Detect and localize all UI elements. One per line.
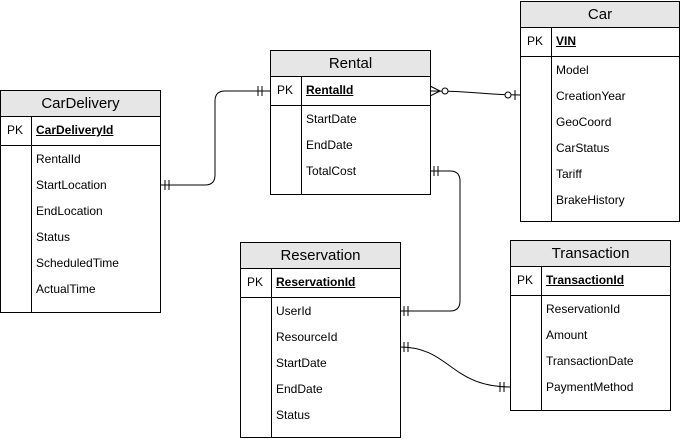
column-divider [301, 76, 302, 194]
attribute: TransactionDate [546, 354, 634, 368]
pk-label: PK [517, 273, 534, 287]
attribute: Status [276, 408, 311, 422]
primary-key-row: PK CarDeliveryId [1, 116, 160, 146]
primary-key-name: CarDeliveryId [36, 123, 114, 137]
attribute-list: RentalId StartLocation EndLocation Statu… [36, 146, 156, 302]
attribute: StartDate [306, 112, 357, 126]
primary-key-name: TransactionId [546, 273, 625, 287]
relationship-rental-car [429, 85, 522, 100]
entity-car[interactable]: Car PK VIN Model CreationYear GeoCoord C… [520, 1, 680, 222]
entity-rental[interactable]: Rental PK RentalId StartDate EndDate Tot… [270, 50, 431, 195]
primary-key-row: PK ReservationId [241, 268, 400, 298]
pk-label: PK [247, 275, 264, 289]
primary-key-name: ReservationId [276, 275, 356, 289]
column-divider [541, 266, 542, 410]
pk-label: PK [527, 34, 544, 48]
pk-label: PK [7, 123, 24, 137]
attribute: EndLocation [36, 204, 103, 218]
entity-title: Reservation [241, 243, 400, 269]
attribute-list: StartDate EndDate TotalCost [306, 106, 426, 184]
attribute: Tariff [556, 167, 582, 181]
pk-label: PK [277, 83, 294, 97]
attribute: EndDate [306, 138, 353, 152]
attribute: GeoCoord [556, 115, 612, 129]
attribute-list: Model CreationYear GeoCoord CarStatus Ta… [556, 57, 675, 213]
attribute: StartDate [276, 356, 327, 370]
column-divider [31, 116, 32, 312]
attribute: ReservationId [546, 302, 621, 316]
entity-title: Transaction [511, 241, 670, 267]
attribute: ResourceId [276, 330, 338, 344]
attribute: CarStatus [556, 141, 610, 155]
attribute: Model [556, 63, 589, 77]
attribute: BrakeHistory [556, 193, 625, 207]
primary-key-row: PK VIN [521, 27, 679, 57]
entity-car-delivery[interactable]: CarDelivery PK CarDeliveryId RentalId St… [0, 90, 161, 313]
attribute: PaymentMethod [546, 380, 634, 394]
relationship-reservation-transaction [399, 342, 512, 392]
entity-title: CarDelivery [1, 91, 160, 117]
attribute: ScheduledTime [36, 256, 119, 270]
entity-transaction[interactable]: Transaction PK TransactionId Reservation… [510, 240, 671, 411]
attribute: ActualTime [36, 282, 96, 296]
column-divider [551, 27, 552, 221]
column-divider [271, 268, 272, 437]
entity-title: Rental [271, 51, 430, 77]
entity-title: Car [521, 2, 679, 28]
primary-key-row: PK RentalId [271, 76, 430, 106]
primary-key-row: PK TransactionId [511, 266, 670, 296]
attribute: RentalId [36, 152, 81, 166]
attribute: UserId [276, 304, 312, 318]
attribute: EndDate [276, 382, 323, 396]
attribute: Amount [546, 328, 588, 342]
primary-key-name: RentalId [306, 83, 354, 97]
attribute: StartLocation [36, 178, 107, 192]
entity-reservation[interactable]: Reservation PK ReservationId UserId Reso… [240, 242, 401, 438]
attribute-list: ReservationId Amount TransactionDate Pay… [546, 296, 666, 400]
relationship-cardelivery-rental [161, 86, 271, 190]
relationship-rental-reservation [400, 166, 461, 316]
attribute-list: UserId ResourceId StartDate EndDate Stat… [276, 298, 396, 428]
attribute: Status [36, 230, 71, 244]
attribute: TotalCost [306, 164, 357, 178]
primary-key-name: VIN [556, 34, 577, 48]
attribute: CreationYear [556, 89, 626, 103]
